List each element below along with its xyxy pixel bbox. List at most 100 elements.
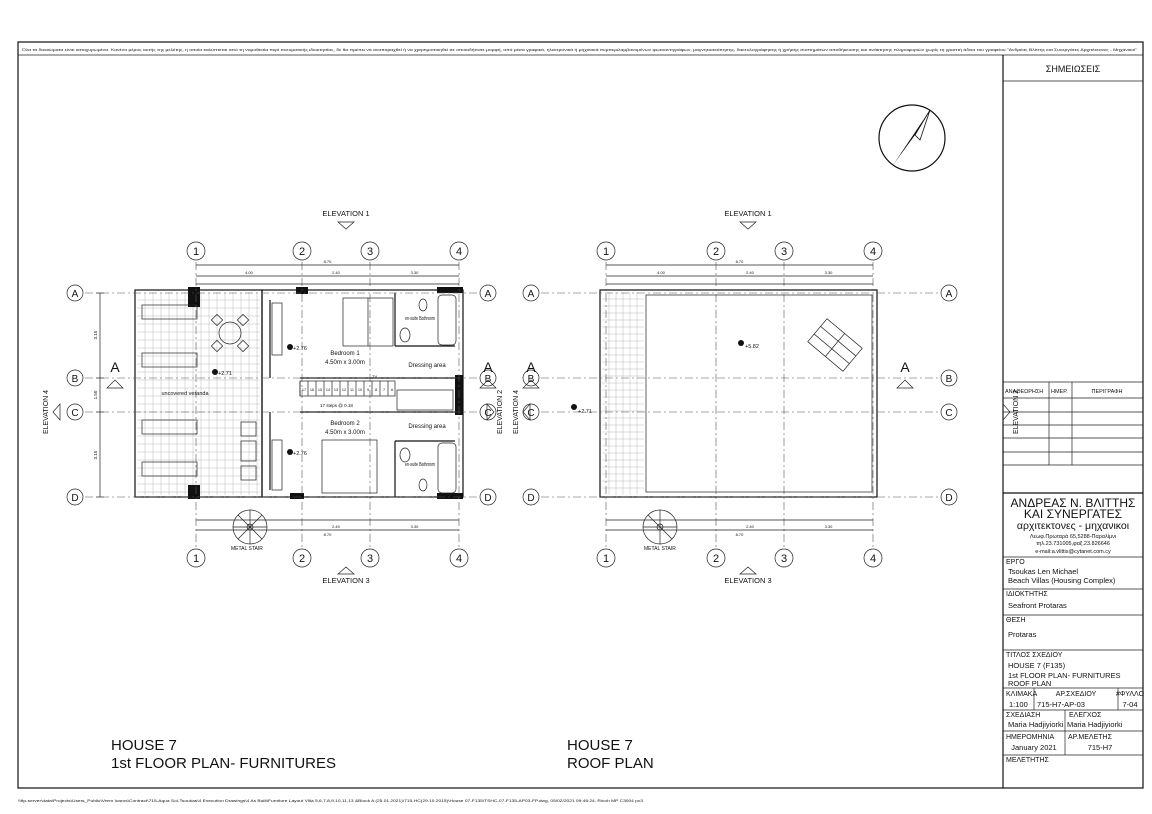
grid-bubble [940, 284, 958, 302]
dimension-text: 3.30 [825, 524, 834, 529]
grid-row-label: B [72, 374, 79, 385]
grid-column-label: 1 [603, 553, 609, 565]
spiral-stair-icon [642, 509, 678, 545]
grid-bubble [522, 284, 540, 302]
notes-header: ΣΗΜΕΙΩΣΕΙΣ [1046, 64, 1101, 74]
grid-column-label: 2 [299, 553, 305, 565]
grid-column-label: 1 [603, 246, 609, 258]
project-label: ΕΡΓΟ [1006, 559, 1025, 566]
dimension-text: 3.30 [411, 270, 420, 275]
level-mark: +5.82 [745, 344, 759, 350]
metal-stair-label: METAL STAIR [231, 546, 263, 552]
stair-step-number: 11 [350, 388, 354, 392]
stair-step-number: 12 [342, 388, 346, 392]
owner-value: Seafront Protaras [1008, 601, 1067, 610]
column [437, 287, 463, 293]
drawn-by-label: ΣΧΕΔΙΑΣΗ [1006, 712, 1040, 719]
grid-bubble [940, 369, 958, 387]
level-mark: +2.76 [293, 451, 307, 457]
stair-step-number: 15 [318, 388, 322, 392]
grid-column-label: 1 [193, 246, 199, 258]
company-email: e-mail:a.vlittis@cytanet.com.cy [1035, 549, 1111, 555]
grid-row-label: D [484, 493, 491, 504]
title-block: ΣΗΜΕΙΩΣΕΙΣ ΑΝΑΘΕΩΡΗΣΗ ΗΜΕΡ. ΠΕΡΙΓΡΑΦΗ ΑΝ… [1002, 55, 1145, 788]
roof-parapet [645, 294, 873, 493]
dimension-text: 2.40 [332, 524, 341, 529]
spiral-stair-icon [232, 509, 268, 545]
metal-stair-label: METAL STAIR [644, 546, 676, 552]
grid-bubble [706, 241, 726, 261]
date-value: January 2021 [1011, 743, 1056, 752]
grid-bubble [186, 548, 206, 568]
grid-bubble [706, 548, 726, 568]
level-mark: +2.71 [218, 371, 232, 377]
dimension-text: 4.00 [657, 270, 666, 275]
revision-table: ΑΝΑΘΕΩΡΗΣΗ ΗΜΕΡ. ΠΕΡΙΓΡΑΦΗ [1003, 381, 1143, 466]
grid-row-label: C [527, 408, 534, 419]
roof-plan: METAL STAIR +5.82 +2.71 [571, 289, 878, 552]
company-name: ΑΝΔΡΕΑΣ Ν. ΒΛΙΤΤΗΣ [1011, 496, 1136, 510]
grid-column-label: 1 [193, 553, 199, 565]
sheet-border [17, 41, 1144, 789]
grid-column-label: 3 [367, 246, 373, 258]
stair-step-number: 13 [334, 388, 338, 392]
copyright-notice: Όλα τα δικαιώματα είναι κατοχυρωμένα. Κα… [21, 47, 1138, 52]
grid-bubble [479, 369, 497, 387]
grid-column-label: 3 [367, 553, 373, 565]
section-marker-icon [106, 379, 124, 389]
dimension-text: 3.15 [93, 450, 98, 459]
dimension-text: 2.40 [746, 524, 755, 529]
grid-row-label: D [527, 493, 534, 504]
stair-note: 17 steps @ 0.18 [320, 403, 353, 408]
grid-bubble [596, 241, 616, 261]
roof-outline [599, 289, 878, 498]
grid-bubble [940, 403, 958, 421]
grid-bubble [522, 488, 540, 506]
stair-run [299, 380, 396, 397]
dimension-text: 2.40 [332, 270, 341, 275]
elevation-label: ELEVATION 1 [322, 209, 369, 218]
stair-step-number: 10 [358, 388, 362, 392]
dressing-area-1: Dressing area [408, 363, 446, 369]
grid-row-label: C [71, 408, 78, 419]
elevation-marker-icon [1002, 403, 1011, 421]
roof-heading: HOUSE 7 [567, 737, 633, 754]
plan-subheading: 1st FLOOR PLAN- FURNITURES [111, 755, 336, 772]
elevation-marker-icon [739, 566, 757, 575]
elevation-label: ELEVATION 4 [513, 390, 520, 434]
company-tagline: αρχιτεκτονες - μηχανικοι [1017, 520, 1130, 532]
solar-panel-icon [807, 318, 863, 372]
grid-row-label: D [71, 493, 78, 504]
elevation-marker-icon [522, 403, 531, 421]
grid-bubble [940, 488, 958, 506]
grid-bubble [66, 403, 84, 421]
grid-row-label: C [484, 408, 491, 419]
grid-column-label: 3 [781, 553, 787, 565]
grid-row-label: B [528, 374, 535, 385]
column [290, 493, 304, 499]
grid-bubble [66, 284, 84, 302]
scale-value: 1:100 [1009, 700, 1028, 709]
elevation-label: ELEVATION 2 [1013, 390, 1020, 434]
stair-step-number: 9 [367, 388, 369, 392]
grid-row-label: B [485, 374, 492, 385]
revision-header: ΑΝΑΘΕΩΡΗΣΗ [1005, 389, 1043, 395]
project-name-2: Beach Villas (Housing Complex) [1008, 576, 1116, 585]
section-marker-icon [522, 379, 540, 389]
study-number-label: ΑΡ.ΜΕΛΕΤΗΣ [1068, 734, 1113, 741]
grid-column-label: 2 [713, 246, 719, 258]
elevation-marker-icon [337, 566, 355, 575]
bed-icon [321, 297, 394, 494]
bathroom-1: en-suite Bathroom [405, 316, 435, 322]
date-label: ΗΜΕΡΟΜΗΝΙΑ [1006, 734, 1055, 741]
drawing-number-label: ΑΡ.ΣΧΕΔΙΟΥ [1056, 691, 1097, 698]
grid-bubble [66, 488, 84, 506]
grid-bubble [360, 548, 380, 568]
location-label: ΘΕΣΗ [1006, 617, 1026, 624]
level-marker-icon [738, 340, 744, 346]
section-label: A [900, 359, 910, 375]
elevation-marker-icon [739, 221, 757, 230]
